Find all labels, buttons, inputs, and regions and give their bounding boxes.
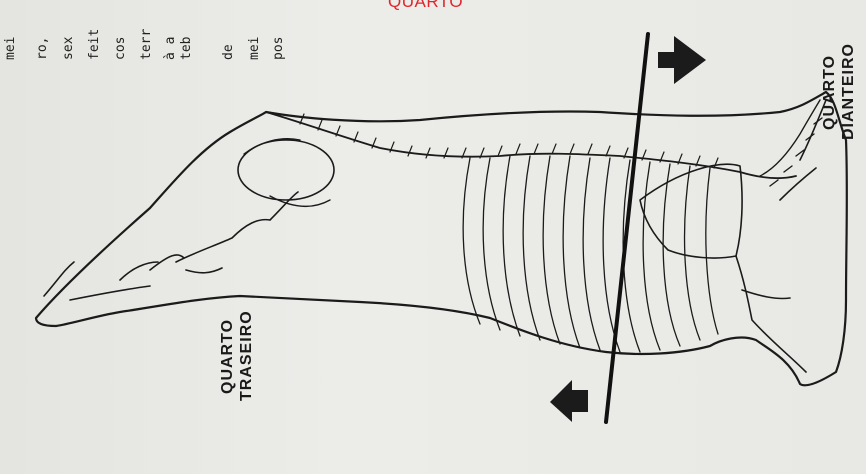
spine <box>266 112 796 178</box>
carcass-outline <box>36 92 847 385</box>
rear-quarter-label-line1: QUARTO <box>219 318 236 393</box>
fore-leg-bones <box>736 100 826 372</box>
hind-leg-bones <box>44 192 298 300</box>
forward-arrow <box>658 36 706 84</box>
front-quarter-label-line1: QUARTO <box>821 54 838 129</box>
front-quarter-label: QUARTO DIANTEIRO <box>820 36 862 148</box>
rear-quarter-label-line2: TRASEIRO <box>238 311 255 402</box>
division-cut-line <box>606 34 648 422</box>
front-quarter-label-line2: DIANTEIRO <box>840 44 857 141</box>
scapula <box>640 164 742 258</box>
backward-arrow <box>550 380 588 422</box>
rear-quarter-label: QUARTO TRASEIRO <box>218 300 258 412</box>
